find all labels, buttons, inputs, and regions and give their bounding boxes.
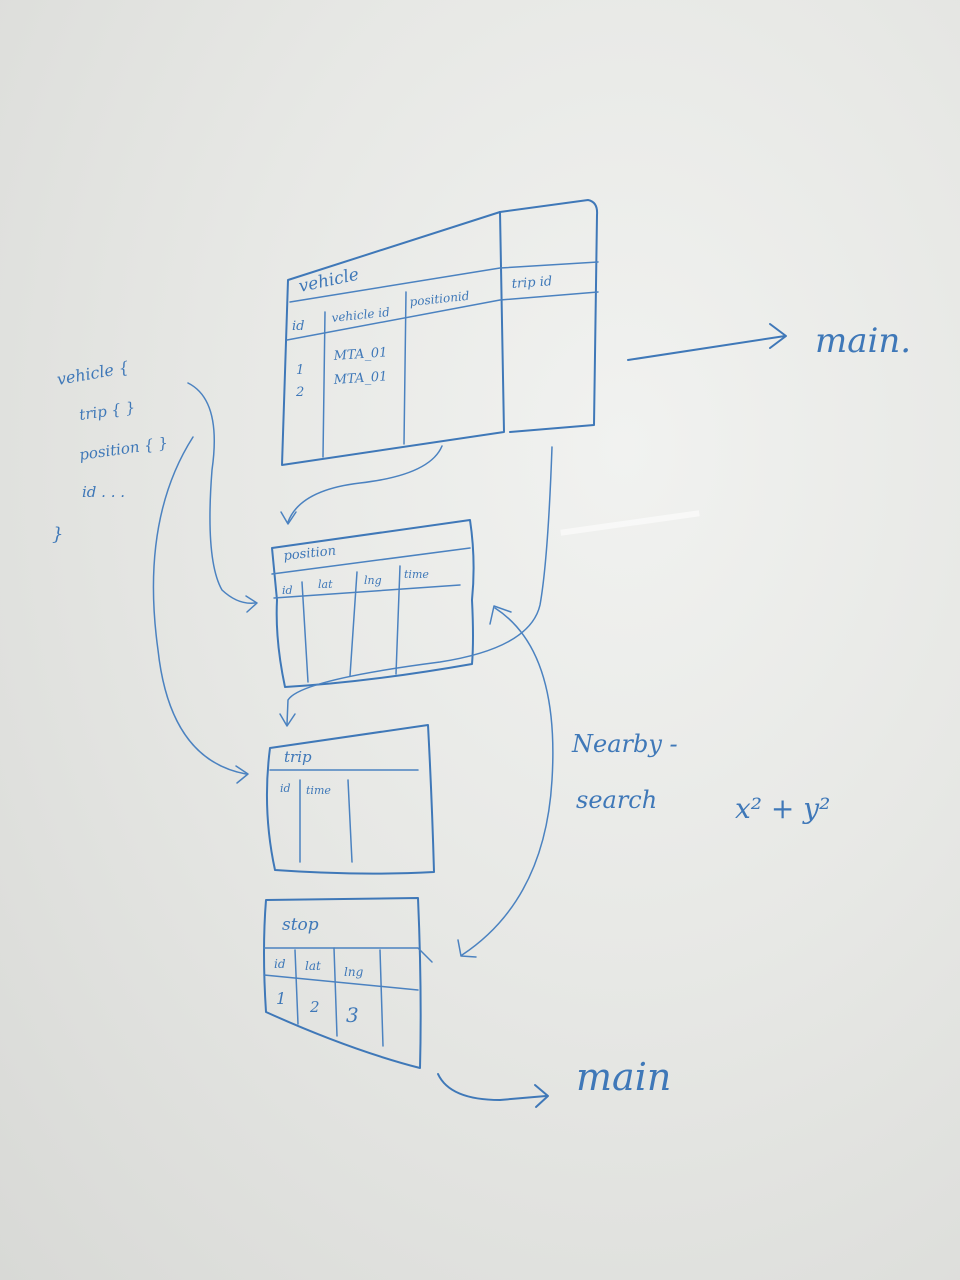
nearby-search-curve-head-top: [489, 605, 512, 625]
code-line-1: vehicle {: [55, 358, 130, 389]
trip-table-col-divider-1: [347, 779, 353, 863]
trip-table: trip id time: [265, 724, 435, 875]
arrow-to-main-bottom-head: [534, 1084, 549, 1108]
trip-col-time: time: [306, 784, 331, 797]
position-col-lat: lat: [318, 578, 333, 591]
arrow-to-main-top-head: [769, 323, 787, 349]
connector-tripid-to-trip-head: [279, 713, 296, 727]
code-line-3: position { }: [78, 434, 169, 464]
connector-vehicle-to-position-head: [280, 511, 297, 525]
vehicle-table: vehicle id vehicle id positionid trip id…: [281, 199, 599, 466]
vehicle-row2-vehicleid: MTA_01: [332, 369, 388, 388]
nearby-search-curve: [461, 607, 554, 956]
code-line-5: }: [52, 524, 63, 545]
stop-table-col-divider-1: [294, 949, 299, 1025]
position-table-title: position: [283, 544, 337, 564]
vehicle-row2-id: 2: [295, 385, 304, 400]
vehicle-table-tripid-column: [499, 199, 599, 433]
arrow-position-to-trip: [152, 436, 247, 775]
stop-table-col-divider-3: [379, 949, 384, 1047]
connector-vehicle-to-position: [287, 445, 443, 523]
position-table-header-divider: [273, 584, 461, 599]
vehicle-col-vehicle-id: vehicle id: [331, 305, 391, 325]
vehicle-table-col-divider-1: [322, 311, 326, 458]
stop-table-frame: [263, 897, 422, 1069]
trip-col-id: id: [280, 782, 291, 795]
main-label-bottom: main: [576, 1055, 671, 1099]
board-glare: [560, 510, 700, 536]
arrow-trip-to-position: [187, 382, 256, 604]
vehicle-row1-vehicleid: MTA_01: [332, 345, 388, 364]
vehicle-table-title-divider: [289, 261, 599, 303]
stop-row1-lat: 2: [309, 998, 320, 1016]
stop-row1-id: 1: [276, 989, 286, 1008]
position-col-lng: lng: [364, 574, 382, 587]
stop-table-col-divider-2: [333, 947, 338, 1037]
vehicle-table-header-divider: [286, 291, 599, 341]
vehicle-table-frame: [281, 211, 505, 466]
stop-col-lng: lng: [344, 965, 364, 979]
stop-table-header-divider: [263, 974, 419, 991]
nearby-label: Nearby -: [571, 730, 678, 758]
code-line-4: id . . .: [82, 483, 125, 501]
nearby-search-curve-head-bottom: [457, 939, 477, 958]
stop-table-title: stop: [282, 915, 319, 935]
vehicle-col-positionid: positionid: [409, 289, 470, 309]
connector-tripid-to-trip: [286, 446, 553, 725]
arrow-to-main-top: [627, 335, 786, 361]
trip-table-frame: [265, 724, 435, 875]
arrow-to-main-bottom: [437, 1073, 547, 1101]
position-col-id: id: [282, 584, 293, 597]
position-table: position id lat lng time: [271, 519, 475, 688]
stop-row1-lng: 3: [346, 1003, 359, 1027]
vehicle-col-tripid: trip id: [511, 274, 552, 292]
code-note: vehicle { trip { } position { } id . . .…: [52, 358, 169, 545]
stop-col-id: id: [274, 957, 286, 971]
vehicle-col-id: id: [292, 319, 304, 334]
position-col-time: time: [404, 568, 429, 581]
stop-table: stop id lat lng 1 2 3: [263, 897, 433, 1069]
position-table-col-divider-2: [349, 571, 358, 677]
distance-formula: x² + y²: [735, 792, 830, 825]
stop-col-lat: lat: [305, 959, 321, 973]
vehicle-row1-id: 1: [296, 363, 304, 378]
stop-table-title-divider: [263, 947, 433, 963]
vehicle-table-col-divider-2: [403, 291, 407, 445]
position-table-col-divider-1: [301, 581, 309, 683]
main-label-top: main.: [815, 321, 911, 361]
search-label: search: [576, 786, 657, 814]
code-line-2: trip { }: [78, 398, 136, 424]
arrow-trip-to-position-head: [245, 595, 258, 613]
position-table-col-divider-3: [395, 565, 401, 675]
trip-table-title: trip: [284, 748, 312, 766]
arrow-position-to-trip-head: [235, 765, 249, 784]
position-table-frame: [271, 519, 475, 688]
position-table-title-divider: [271, 547, 471, 575]
